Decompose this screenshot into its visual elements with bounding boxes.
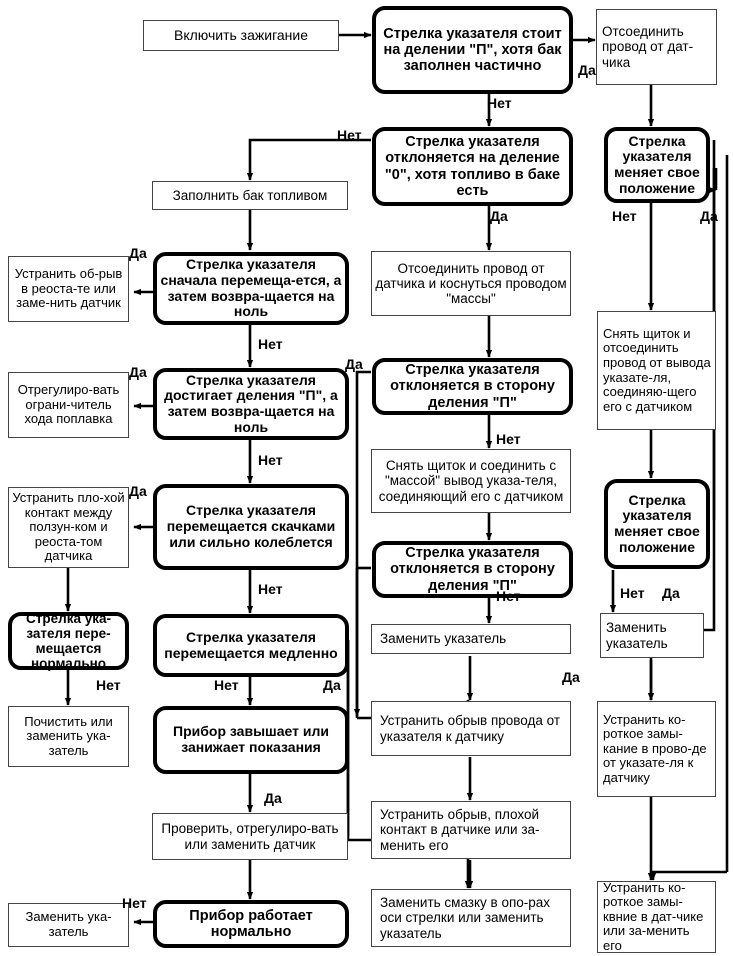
edge-label-нет: Нет [258,581,283,597]
node-label: Стрелка указателя перемещается скачками … [166,502,336,550]
node-replace-indicator-mid: Заменить указатель [371,624,571,654]
node-needle-moves-slowly: Стрелка указателя перемещается медленно [153,614,349,677]
node-label: Устранить обрыв, плохой контакт в датчик… [380,807,540,853]
node-adjust-float-limiter: Отрегулиро-вать ограни-читель хода попла… [8,372,129,438]
node-start-ignition: Включить зажигание [143,20,339,51]
node-label: Стрелка указателя отклоняется в сторону … [390,545,555,594]
node-label: Снять щиток и соединить с "массой" вывод… [378,458,564,504]
node-disconnect-wire-sensor: Отсоединить провод от дат-чика [596,9,717,85]
node-needle-changes-position-2: Стрелка указателя меняет свое положение [604,479,710,569]
node-label: Заменить ука-затель [25,909,112,939]
edge-label-нет: Нет [258,336,283,352]
node-needle-jumps-or-oscillates: Стрелка указателя перемещается скачками … [153,484,349,570]
node-fill-tank: Заполнить бак топливом [152,181,348,210]
node-label: Заменить указатель [606,620,668,651]
node-needle-changes-position-1: Стрелка указателя меняет свое положение [604,127,710,203]
node-clean-or-replace-indicator: Почистить или заменить ука-затель [8,706,129,767]
node-fix-short-wire: Устранить ко-роткое замы-кание в прово-д… [597,701,716,797]
node-label: Стрелка указателя меняет свое положение [614,491,700,555]
node-replace-indicator-right: Заменить указатель [600,613,704,658]
node-label: Стрелка указателя стоит на делении "П", … [383,25,562,75]
edge-label-нет: Нет [496,431,521,447]
node-needle-deflects-zero: Стрелка указателя отклоняется на деление… [372,127,573,206]
node-label: Отрегулиро-вать ограни-читель хода попла… [17,382,120,427]
node-fix-bad-contact-slider: Устранить пло-хой контакт между ползун-к… [8,487,129,568]
node-needle-deflects-to-p-1: Стрелка указателя отклоняется в сторону … [372,358,573,415]
node-label: Отсоединить провод от датчика и коснутьс… [375,260,567,307]
edge-label-нет: Нет [620,585,645,601]
node-label: Включить зажигание [173,26,308,43]
edge-label-нет: Нет [96,677,121,693]
node-label: Устранить пло-хой контакт между ползун-к… [12,490,125,564]
node-label: Стрелка указателя отклоняется в сторону … [390,362,555,411]
node-label: Почистить или заменить ука-затель [24,713,113,758]
node-check-adjust-replace-sensor: Проверить, отрегулиро-вать или заменить … [152,813,348,860]
node-label: Проверить, отрегулиро-вать или заменить … [161,821,339,852]
edge-label-да: Да [490,208,508,224]
node-needle-deflects-to-p-2: Стрелка указателя отклоняется в сторону … [372,541,573,598]
node-remove-panel-ground-output: Снять щиток и соединить с "массой" вывод… [371,449,571,513]
node-device-over-under-reads: Прибор завышает или занижает показания [153,706,349,774]
node-label: Стрелка указателя сначала перемеща-ется,… [160,256,342,320]
edge-label-да: Да [578,62,596,78]
node-fix-break-bad-contact-sensor: Устранить обрыв, плохой контакт в датчик… [371,801,571,859]
edge-label-да: Да [345,356,363,372]
node-remove-panel-disconnect-wire: Снять щиток и отсоединить провод от выво… [597,311,716,430]
node-fix-break-rheostat: Устранить об-рыв в реоста-те или заме-ни… [8,256,129,322]
node-label: Стрелка указателя достигает деления "П",… [164,371,338,435]
node-label: Прибор завышает или занижает показания [173,723,329,755]
edge-label-да: Да [662,585,680,601]
node-label: Стрелка указателя меняет свое положение [614,132,700,196]
edge-label-нет: Нет [612,208,637,224]
node-needle-reaches-p-then-zero: Стрелка указателя достигает деления "П",… [153,368,349,440]
node-label: Устранить обрыв провода от указателя к д… [380,713,561,744]
edge-label-да: Да [700,208,718,224]
node-label: Устранить ко-роткое замы-квние в дат-чик… [603,879,704,953]
node-label: Устранить об-рыв в реоста-те или заме-ни… [14,266,123,311]
node-label: Прибор работает нормально [189,907,313,940]
node-replace-grease-axis: Заменить смазку в опо-рах оси стрелки ил… [371,889,571,947]
node-label: Устранить ко-роткое замы-кание в прово-д… [603,711,707,785]
edge-label-нет: Нет [337,127,362,143]
edge-label-нет: Нет [122,895,147,911]
edge-label-да: Да [129,483,147,499]
node-fix-short-in-sensor: Устранить ко-роткое замы-квние в дат-чик… [597,879,716,953]
node-needle-first-moves-then-zero: Стрелка указателя сначала перемеща-ется,… [153,252,349,325]
node-label: Отсоединить провод от дат-чика [602,24,694,70]
node-label: Заполнить бак топливом [172,187,328,203]
node-replace-indicator-bottom: Заменить ука-затель [8,903,129,947]
edge-label-нет: Нет [496,588,521,604]
edge-label-нет: Нет [214,677,239,693]
node-device-works-normally: Прибор работает нормально [153,900,349,948]
node-label: Стрелка ука-зателя пере-мещается нормаль… [26,610,111,672]
edge-label-нет: Нет [258,452,283,468]
node-fix-wire-break-to-sensor: Устранить обрыв провода от указателя к д… [371,701,571,756]
node-needle-at-p-partial: Стрелка указателя стоит на делении "П", … [372,6,573,94]
edge-label-да: Да [562,669,580,685]
edge-label-да: Да [129,245,147,261]
node-label: Стрелка указателя отклоняется на деление… [384,134,561,199]
node-disconnect-and-touch-ground: Отсоединить провод от датчика и коснутьс… [371,251,571,316]
node-needle-moves-normally: Стрелка ука-зателя пере-мещается нормаль… [8,610,129,672]
edge-label-нет: Нет [487,95,512,111]
node-label: Стрелка указателя перемещается медленно [164,628,338,661]
node-label: Снять щиток и отсоединить провод от выво… [603,325,711,414]
node-label: Заменить указатель [380,631,507,647]
edge-label-да: Да [264,790,282,806]
edge-label-да: Да [323,677,341,693]
edge-label-да: Да [129,364,147,380]
node-label: Заменить смазку в опо-рах оси стрелки ил… [380,895,551,941]
